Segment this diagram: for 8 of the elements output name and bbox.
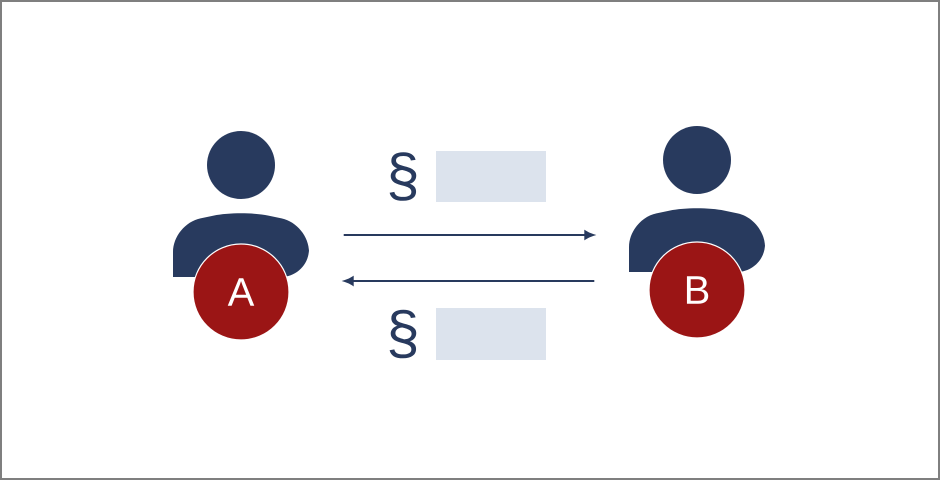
letter-badge: B (648, 241, 746, 339)
document-box (436, 308, 546, 360)
document-box (436, 151, 546, 202)
letter-badge: A (192, 243, 290, 341)
section-sign: § (390, 152, 416, 201)
section-sign: § (390, 310, 416, 358)
arrow (344, 230, 594, 240)
arrow (344, 276, 594, 286)
